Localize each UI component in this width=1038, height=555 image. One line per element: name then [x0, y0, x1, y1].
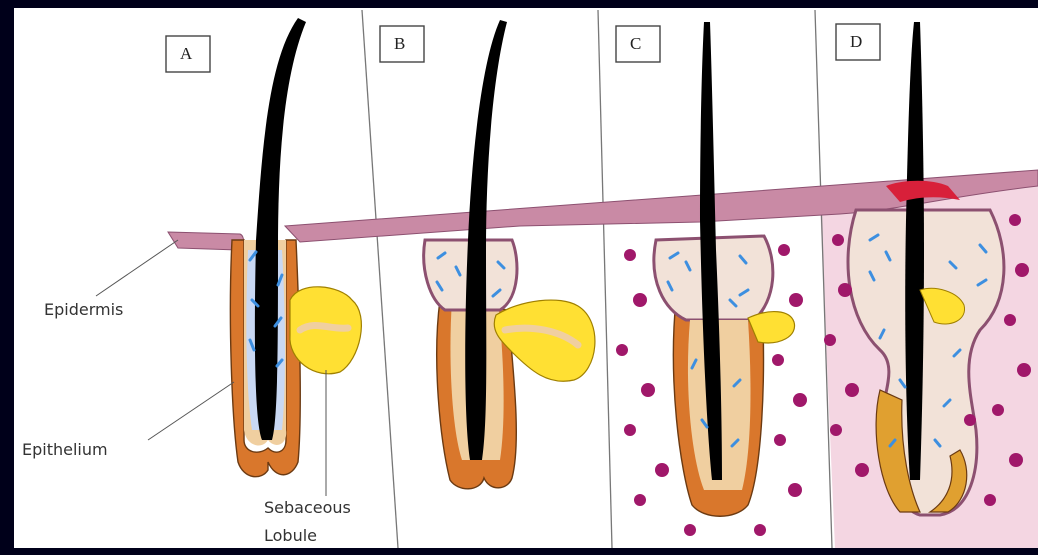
sebaceous-label-line1: Sebaceous	[264, 498, 351, 518]
stage-label-c: C	[630, 34, 641, 54]
stage-label-d: D	[850, 32, 862, 52]
epidermis-label: Epidermis	[44, 300, 123, 320]
stage-label-b: B	[394, 34, 405, 54]
sebaceous-label-line2: Lobule	[264, 526, 317, 546]
stage-label-a: A	[180, 44, 192, 64]
epithelium-label: Epithelium	[22, 440, 108, 460]
